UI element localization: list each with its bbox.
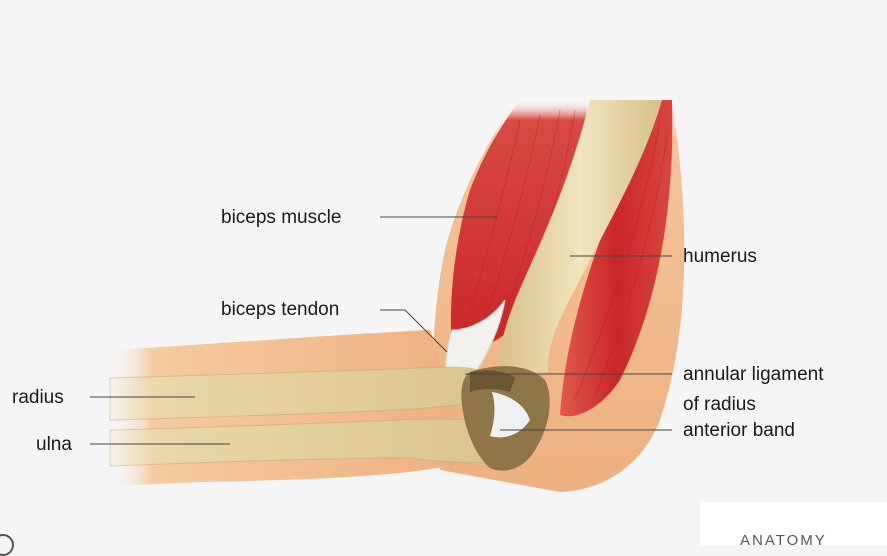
- biceps-muscle-shape: [450, 100, 588, 351]
- label-biceps-muscle: biceps muscle: [221, 207, 342, 228]
- biceps-tendon-shape: [444, 299, 506, 386]
- label-ulna: ulna: [36, 434, 72, 455]
- label-anterior-band: anterior band: [683, 420, 795, 441]
- triceps-muscle-shape: [560, 100, 673, 417]
- leader-lines: [90, 216, 672, 445]
- label-humerus: humerus: [683, 246, 757, 267]
- anterior-band-shape: [490, 392, 530, 438]
- humerus-bone: [499, 100, 662, 380]
- label-annular-ligament-line1: annular ligament: [683, 364, 824, 385]
- watermark-panel: [700, 502, 887, 545]
- label-radius: radius: [12, 387, 64, 408]
- label-annular-ligament-line2: of radius: [683, 394, 756, 415]
- leader-biceps-tendon: [380, 309, 448, 353]
- label-biceps-tendon: biceps tendon: [221, 299, 340, 320]
- watermark-text: ANATOMY: [740, 532, 827, 549]
- annular-ligament-shape: [470, 370, 515, 392]
